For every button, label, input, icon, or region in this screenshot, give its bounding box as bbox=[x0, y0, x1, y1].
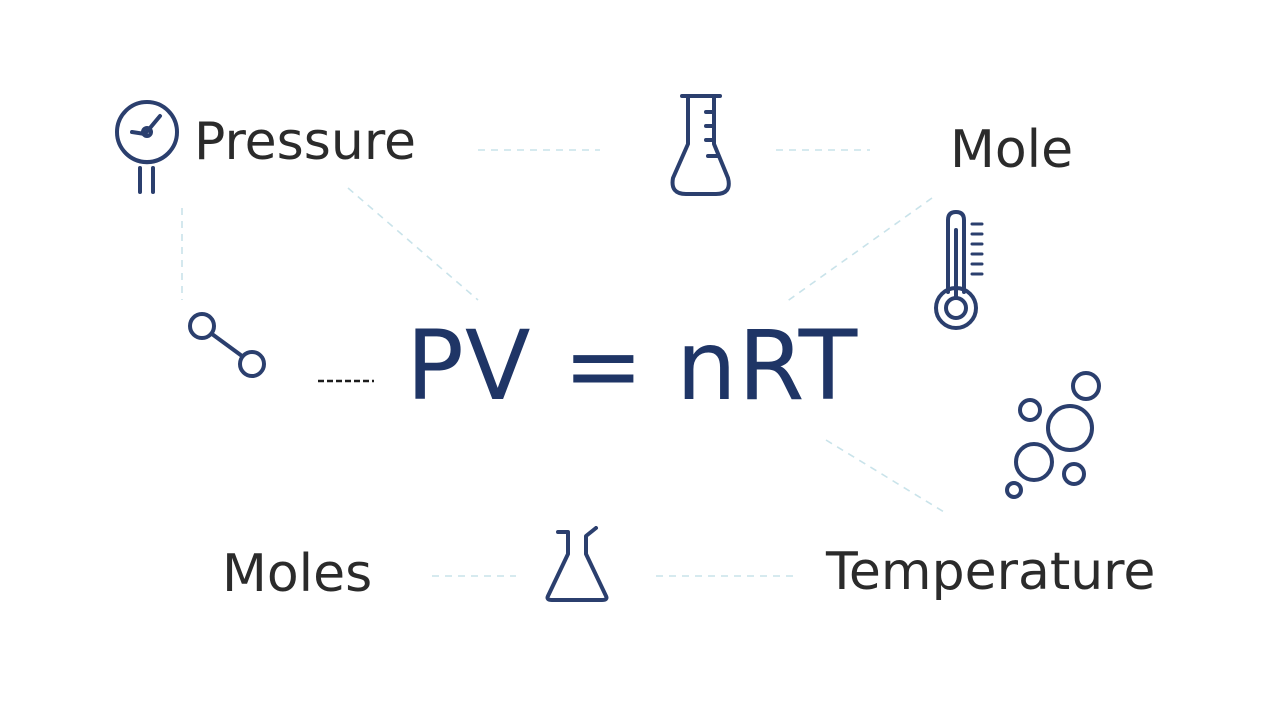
moles-label: Moles bbox=[222, 544, 373, 604]
thermometer-icon bbox=[930, 208, 990, 334]
mole-label: Mole bbox=[950, 120, 1074, 180]
erlenmeyer-flask-icon bbox=[542, 526, 612, 604]
pressure-gauge-icon bbox=[112, 98, 182, 196]
pressure-label: Pressure bbox=[194, 112, 417, 172]
connector-mole-equation bbox=[785, 197, 933, 303]
connector-pressure-equation bbox=[347, 187, 479, 301]
connector-equation-temperature bbox=[825, 439, 945, 513]
graduated-beaker-icon bbox=[668, 92, 734, 198]
molecule-icon bbox=[186, 310, 272, 382]
ideal-gas-equation: PV = nRT bbox=[406, 310, 859, 422]
temperature-label: Temperature bbox=[826, 542, 1156, 602]
bubbles-icon bbox=[1002, 368, 1108, 500]
